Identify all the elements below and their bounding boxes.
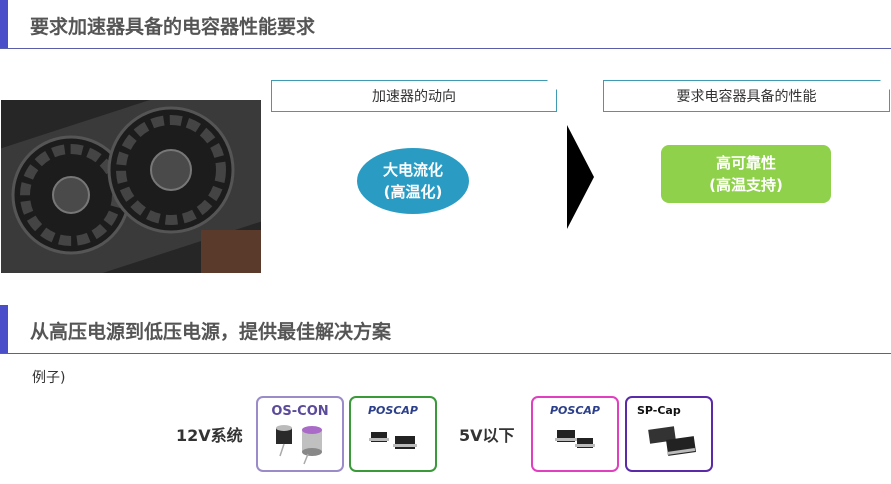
product-card-poscap-5v[interactable]: POSCAP [531, 396, 619, 472]
fan-left [11, 135, 131, 255]
product-name: SP-Cap [637, 404, 681, 417]
product-card-poscap-12v[interactable]: POSCAP [349, 396, 437, 472]
spcap-capacitor-image [648, 426, 696, 456]
performance-line1: 高可靠性 [715, 154, 776, 172]
section-title: 要求加速器具备的电容器性能要求 [30, 16, 316, 38]
product-name: POSCAP [368, 404, 418, 417]
fan-right [107, 106, 235, 234]
poscap-capacitor-image [555, 430, 595, 448]
tab-label: 要求电容器具备的性能 [676, 89, 817, 105]
product-card-oscon[interactable]: OS-CON [256, 396, 344, 472]
product-name: OS-CON [271, 404, 329, 419]
section-accent-bar [0, 305, 8, 353]
gpu-illustration [1, 100, 261, 273]
voltage-label-5v: 5V以下 [459, 426, 515, 445]
tab-capacitor-performance: 要求电容器具备的性能 [603, 80, 890, 112]
oscon-capacitor-image [276, 425, 322, 465]
section-title: 从高压电源到低压电源，提供最佳解决方案 [30, 321, 392, 343]
product-name: POSCAP [550, 404, 600, 417]
voltage-label-12v: 12V系统 [176, 426, 243, 445]
trend-line1: 大电流化 [382, 161, 443, 179]
product-card-spcap[interactable]: SP-Cap [625, 396, 713, 472]
poscap-capacitor-image [369, 432, 417, 449]
trend-ellipse: 大电流化 (高温化) [357, 148, 469, 214]
gpu-photo [1, 100, 261, 273]
performance-box: 高可靠性 (高温支持) [661, 145, 831, 203]
section-accent-bar [0, 0, 8, 48]
trend-line2: (高温化) [383, 183, 443, 201]
section-header-solutions: 从高压电源到低压电源，提供最佳解决方案 [0, 305, 891, 354]
example-label: 例子) [32, 370, 66, 386]
performance-line2: (高温支持) [709, 176, 783, 194]
tab-label: 加速器的动向 [372, 89, 456, 105]
right-arrow-icon [567, 125, 594, 229]
tab-accelerator-trend: 加速器的动向 [271, 80, 557, 112]
section-header-accelerator: 要求加速器具备的电容器性能要求 [0, 0, 891, 49]
